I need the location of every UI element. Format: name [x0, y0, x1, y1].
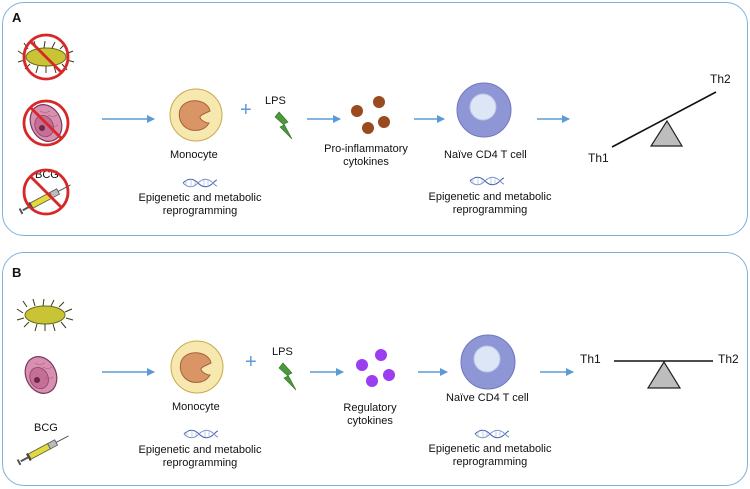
panel-b-epi-right-line1: Epigenetic and metabolic	[428, 443, 552, 455]
cytokine-dot	[373, 96, 385, 108]
panel-b-epi-left-line2: reprogramming	[162, 457, 238, 469]
panel-a-cytokines-label: Pro-inflammatory cytokines	[316, 143, 416, 169]
panel-b-cytokines-line1: Regulatory	[343, 402, 397, 414]
panel-b-plus: +	[245, 351, 257, 373]
panel-b-epi-left: Epigenetic and metabolic reprogramming	[130, 444, 270, 470]
panel-a-cytokines-line2: cytokines	[343, 156, 389, 168]
panel-b-lps-label: LPS	[272, 346, 293, 358]
cytokine-dot	[383, 369, 395, 381]
panel-a-monocyte-icon	[169, 88, 223, 142]
panel-a-seesaw-icon	[611, 91, 717, 148]
panel-a-plus: +	[240, 99, 252, 121]
panel-a-epi-right-line1: Epigenetic and metabolic	[428, 191, 552, 203]
panel-a-th2: Th2	[710, 72, 731, 86]
panel-a-cytokine-dots	[351, 96, 390, 134]
panel-b-epi-left-line1: Epigenetic and metabolic	[138, 444, 262, 456]
panel-b-cytokine-dots	[356, 349, 395, 387]
panel-b-bcg-label: BCG	[34, 422, 58, 434]
panel-a-epi-right-line2: reprogramming	[452, 204, 528, 216]
cytokine-dot	[366, 375, 378, 387]
cytokine-dot	[375, 349, 387, 361]
panel-a-lightning-icon	[274, 111, 293, 140]
panel-b-lightning-icon	[278, 362, 297, 391]
panel-b-th2: Th2	[718, 352, 739, 366]
panel-b-dna-icon	[474, 429, 510, 439]
panel-a-letter: A	[12, 10, 22, 25]
panel-a-dna-icon	[469, 176, 505, 186]
panel-a-monocyte-label: Monocyte	[170, 149, 218, 161]
panel-a-prohibition-icon	[22, 168, 70, 216]
panel-b-letter: B	[12, 265, 22, 280]
cytokine-dot	[351, 105, 363, 117]
panel-b-monocyte-icon	[170, 340, 224, 394]
panel-b-bacterium-icon	[16, 298, 74, 332]
cytokine-dot	[362, 122, 374, 134]
panel-a-th1: Th1	[588, 151, 609, 165]
cytokine-dot	[356, 359, 368, 371]
panel-b-tcell-icon	[460, 334, 516, 390]
panel-a-lps-label: LPS	[265, 95, 286, 107]
panel-a-tcell-label: Naïve CD4 T cell	[444, 149, 527, 161]
panel-a-epi-right: Epigenetic and metabolic reprogramming	[420, 191, 560, 217]
panel-b-monocyte-label: Monocyte	[172, 401, 220, 413]
panel-b-cytokines-label: Regulatory cytokines	[320, 402, 420, 428]
panel-b	[2, 252, 748, 486]
panel-a-epi-left-line2: reprogramming	[162, 205, 238, 217]
panel-b-syringe-icon	[16, 431, 72, 467]
panel-b-cytokines-line2: cytokines	[347, 415, 393, 427]
panel-b-epi-right: Epigenetic and metabolic reprogramming	[420, 443, 560, 469]
panel-a-syringe-icon	[18, 180, 74, 216]
panel-a-epi-left: Epigenetic and metabolic reprogramming	[130, 192, 270, 218]
panel-b-dna-icon	[183, 429, 219, 439]
cytokine-dot	[378, 116, 390, 128]
panel-a-epi-left-line1: Epigenetic and metabolic	[138, 192, 262, 204]
panel-a-dna-icon	[182, 178, 218, 188]
panel-b-tcell-label: Naïve CD4 T cell	[446, 392, 529, 404]
panel-a-cytokines-line1: Pro-inflammatory	[324, 143, 408, 155]
panel-b-epi-right-line2: reprogramming	[452, 456, 528, 468]
panel-b-seesaw-icon	[614, 360, 713, 389]
panel-b-th1: Th1	[580, 352, 601, 366]
panel-b-parasite-egg-icon	[18, 350, 64, 400]
panel-a-tcell-icon	[456, 82, 512, 138]
